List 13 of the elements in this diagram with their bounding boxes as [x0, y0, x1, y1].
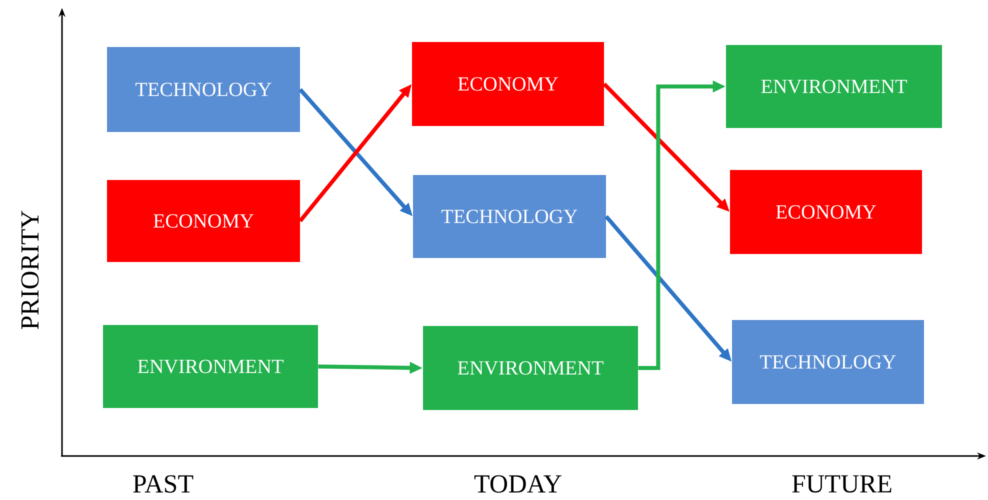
category-box: ENVIRONMENT — [103, 324, 318, 408]
category-box: ENVIRONMENT — [423, 326, 638, 410]
category-box: ENVIRONMENT — [726, 45, 942, 128]
category-box: TECHNOLOGY — [732, 320, 924, 404]
axis-label: FUTURE — [792, 475, 892, 493]
category-box: ECONOMY — [107, 180, 300, 262]
category-box: ECONOMY — [412, 42, 604, 126]
category-box: TECHNOLOGY — [413, 175, 606, 258]
category-box: TECHNOLOGY — [107, 47, 300, 132]
axis-label: TODAY — [474, 475, 562, 493]
axis-title: PRIORITY — [21, 210, 39, 330]
category-box: ECONOMY — [730, 170, 922, 254]
axis-label: PAST — [133, 475, 194, 493]
